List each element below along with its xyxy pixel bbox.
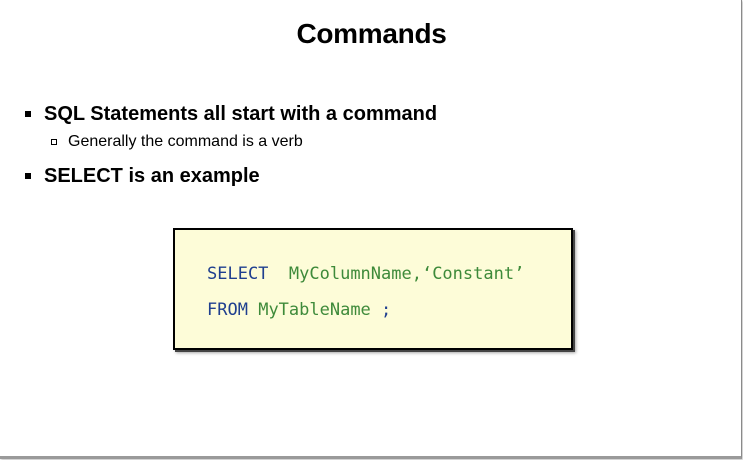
sql-keyword-from: FROM: [207, 300, 248, 320]
sub-bullet-item: Generally the command is a verb: [24, 128, 437, 156]
sub-bullet-text: Generally the command is a verb: [68, 133, 303, 150]
hollow-square-bullet-icon: [51, 139, 57, 145]
slide-title: Commands: [296, 18, 447, 49]
code-line-from: FROM MyTableName ;: [207, 300, 391, 320]
bullet-item: SELECT is an example: [24, 162, 437, 190]
sql-keyword-select: SELECT: [207, 264, 269, 284]
code-spacer: [248, 300, 258, 320]
bullet-item: SQL Statements all start with a command: [24, 100, 437, 128]
sql-code-box: SELECT MyColumnName,‘Constant’ FROM MyTa…: [173, 228, 573, 350]
sql-select-list: MyColumnName,‘Constant’: [288, 264, 525, 284]
code-line-select: SELECT MyColumnName,‘Constant’: [207, 264, 524, 284]
square-bullet-icon: [25, 173, 31, 179]
code-spacer: [268, 264, 288, 284]
square-bullet-icon: [25, 111, 31, 117]
bullet-text: SQL Statements all start with a command: [44, 103, 438, 125]
sql-table-name: MyTableName: [258, 300, 371, 320]
bullet-list: SQL Statements all start with a command …: [24, 100, 437, 190]
bullet-text: SELECT is an example: [44, 165, 260, 187]
sql-terminator: ;: [370, 300, 392, 320]
